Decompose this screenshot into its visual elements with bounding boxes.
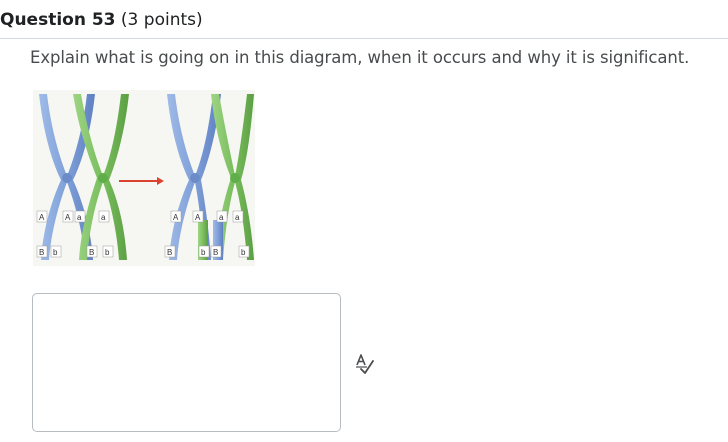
question-header: Question 53 (3 points): [0, 10, 203, 30]
left-green-chromosome: [73, 94, 129, 260]
gene-label: b: [201, 248, 206, 257]
gene-label: a: [101, 213, 106, 222]
spellcheck-icon: [356, 354, 374, 374]
gene-label: A: [39, 213, 45, 222]
gene-label: B: [167, 248, 172, 257]
gene-label: A: [195, 213, 201, 222]
gene-label: b: [53, 248, 58, 257]
arrow-icon: [119, 177, 164, 185]
gene-label: B: [89, 248, 94, 257]
gene-label: A: [173, 213, 179, 222]
chromosome-crossing-over-diagram: A A a a B b B b A A a a B: [33, 90, 255, 266]
gene-label: B: [39, 248, 44, 257]
header-divider: [0, 38, 728, 39]
chromosome-image: A A a a B b B b A A a a B: [33, 90, 255, 266]
gene-label: b: [241, 248, 246, 257]
question-title: Question 53: [0, 10, 116, 30]
spellcheck-button[interactable]: [353, 353, 379, 375]
gene-label: B: [213, 248, 218, 257]
gene-label: a: [77, 213, 82, 222]
gene-label: b: [105, 248, 110, 257]
question-prompt: Explain what is going on in this diagram…: [30, 48, 690, 67]
answer-textbox[interactable]: [32, 293, 341, 432]
gene-label: A: [65, 213, 71, 222]
gene-label: a: [235, 213, 240, 222]
gene-label: a: [219, 213, 224, 222]
question-points: (3 points): [120, 10, 203, 30]
